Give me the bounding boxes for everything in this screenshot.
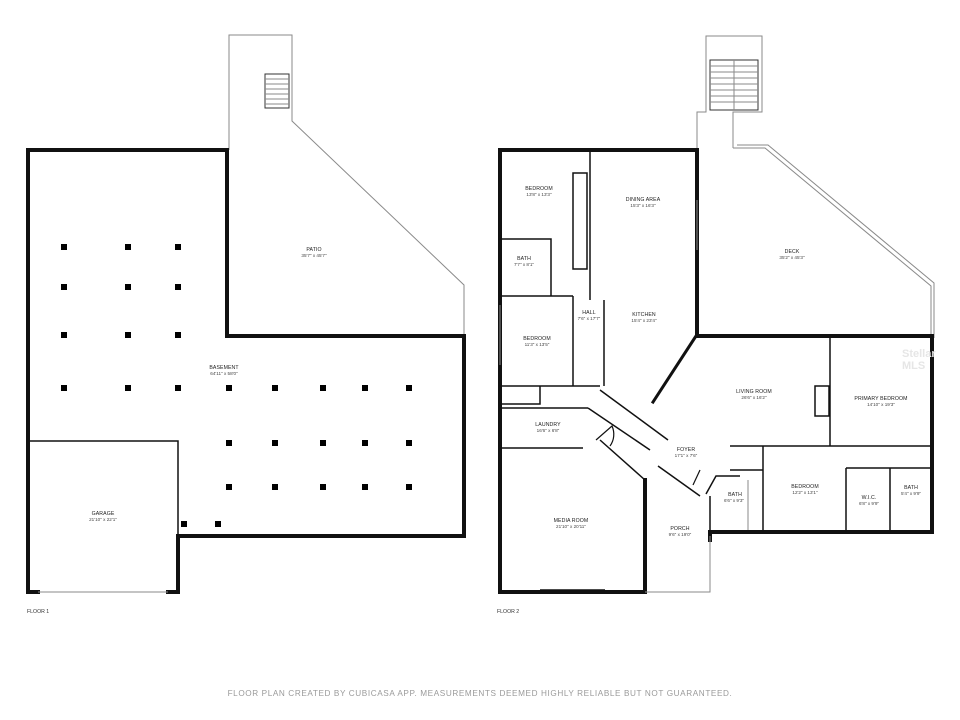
room-name-bedroom-3: BEDROOM xyxy=(791,484,819,490)
door-swings xyxy=(499,149,810,591)
garage-wall xyxy=(30,440,179,536)
patio-stairs xyxy=(264,73,290,109)
room-dims-bedroom-3: 12'2" x 13'1" xyxy=(792,490,818,495)
room-name-bedroom-1: BEDROOM xyxy=(525,186,553,192)
room-dims-media-room: 21'10" x 20'11" xyxy=(556,524,586,529)
room-name-living-room: LIVING ROOM xyxy=(736,389,772,395)
interior-walls xyxy=(500,150,930,590)
room-dims-bath-2: 6'6" x 9'3" xyxy=(724,498,744,503)
floor-1-label: FLOOR 1 xyxy=(27,609,49,615)
basement-pillars xyxy=(61,244,412,527)
room-dims-garage: 21'10" x 22'1" xyxy=(89,517,117,522)
room-name-hall: HALL xyxy=(582,310,595,316)
room-dims-bath-3: 5'4" x 9'9" xyxy=(901,491,921,496)
room-name-porch: PORCH xyxy=(670,526,689,532)
deck-outline xyxy=(696,35,935,338)
porch-outline xyxy=(645,536,711,593)
room-dims-dining-area: 15'3" x 16'3" xyxy=(630,203,656,208)
room-name-media-room: MEDIA ROOM xyxy=(554,518,589,524)
room-name-kitchen: KITCHEN xyxy=(632,312,656,318)
room-dims-foyer: 17'1" x 7'6" xyxy=(675,453,698,458)
room-name-dining-area: DINING AREA xyxy=(626,197,661,203)
room-name-patio: PATIO xyxy=(306,247,321,253)
floor-2-label: FLOOR 2 xyxy=(497,609,519,615)
room-dims-wic: 6'8" x 9'9" xyxy=(859,501,879,506)
room-dims-primary-bedroom: 14'10" x 19'3" xyxy=(867,402,895,407)
room-name-basement: BASEMENT xyxy=(209,365,239,371)
room-name-garage: GARAGE xyxy=(92,511,115,517)
floor-1: PATIO 35'7" x 45'7" BASEMENT 64'11" x 58… xyxy=(26,34,466,615)
room-dims-patio: 35'7" x 45'7" xyxy=(301,253,327,258)
patio-outline xyxy=(228,34,465,336)
room-name-bath-1: BATH xyxy=(517,256,531,262)
room-dims-laundry: 16'6" x 6'8" xyxy=(537,428,560,433)
room-name-laundry: LAUNDRY xyxy=(535,422,561,428)
floor-2: BEDROOM 13'8" x 13'3" DINING AREA 15'3" … xyxy=(497,35,935,615)
room-dims-bedroom-2: 11'3" x 13'5" xyxy=(525,342,550,347)
room-dims-bath-1: 7'7" x 8'1" xyxy=(514,262,534,267)
basement-outer-wall xyxy=(26,148,229,594)
room-name-wic: W.I.C. xyxy=(862,495,877,501)
room-name-bath-2: BATH xyxy=(728,492,742,498)
room-dims-kitchen: 15'4" x 23'4" xyxy=(631,318,657,323)
footer-disclaimer: FLOOR PLAN CREATED BY CUBICASA APP. MEAS… xyxy=(227,689,733,698)
room-dims-deck: 35'2" x 45'3" xyxy=(779,255,805,260)
room-name-foyer: FOYER xyxy=(677,447,696,453)
room-dims-basement: 64'11" x 58'0" xyxy=(210,371,238,376)
room-dims-living-room: 26'6" x 16'2" xyxy=(741,395,767,400)
watermark: Stellar MLS xyxy=(902,348,936,372)
room-dims-hall: 7'6" x 17'7" xyxy=(578,316,601,321)
room-dims-porch: 9'6" x 19'0" xyxy=(669,532,692,537)
room-name-bath-3: BATH xyxy=(904,485,918,491)
room-name-bedroom-2: BEDROOM xyxy=(523,336,551,342)
room-name-deck: DECK xyxy=(785,249,800,255)
room-name-primary-bedroom: PRIMARY BEDROOM xyxy=(854,396,907,402)
room-dims-bedroom-1: 13'8" x 13'3" xyxy=(526,192,552,197)
